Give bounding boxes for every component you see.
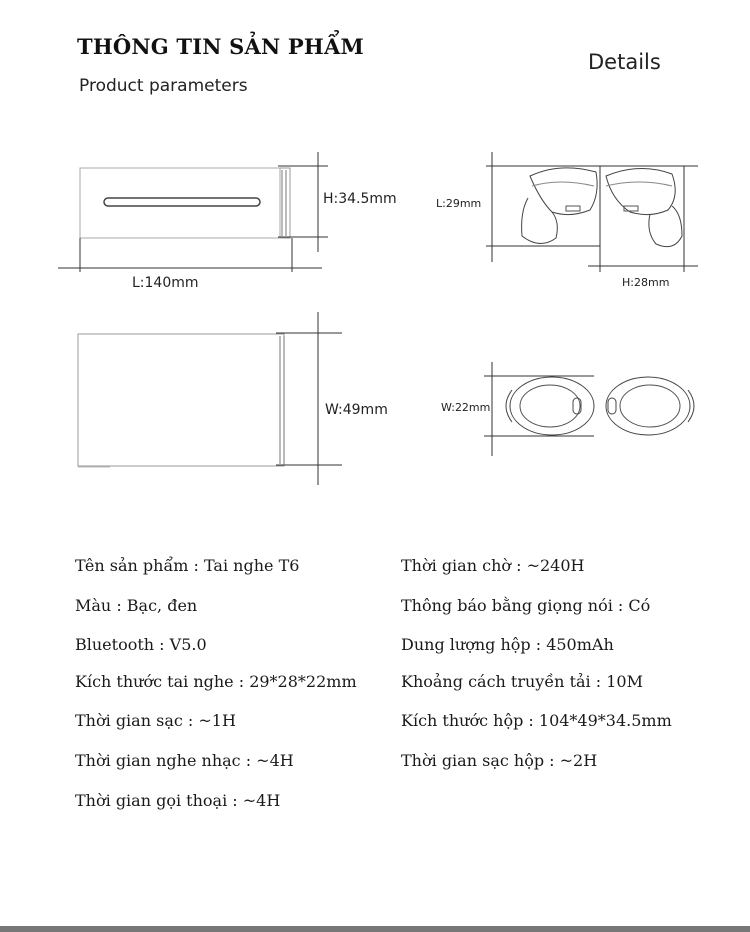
spec-call-time: Thời gian gọi thoại : ~4H — [75, 791, 281, 810]
spec-bluetooth: Bluetooth : V5.0 — [75, 635, 207, 654]
case-height-label: H:34.5mm — [323, 191, 397, 207]
case-side-view — [58, 152, 328, 272]
spec-color: Màu : Bạc, đen — [75, 596, 198, 615]
earbuds-top-view — [484, 362, 695, 456]
case-length-label: L:140mm — [132, 275, 199, 291]
spec-case-charge-time: Thời gian sạc hộp : ~2H — [401, 751, 598, 770]
earbuds-side-view — [486, 152, 698, 272]
details-heading: Details — [588, 50, 661, 74]
case-top-view — [77, 312, 342, 485]
spec-product-name: Tên sản phẩm : Tai nghe T6 — [75, 556, 300, 575]
bottom-divider — [0, 926, 750, 932]
spec-standby-time: Thời gian chờ : ~240H — [401, 556, 585, 575]
case-width-label: W:49mm — [325, 402, 388, 418]
page-subtitle: Product parameters — [79, 76, 248, 96]
spec-voice-prompt: Thông báo bằng giọng nói : Có — [401, 596, 651, 615]
dimension-diagrams — [58, 152, 698, 485]
spec-case-capacity: Dung lượng hộp : 450mAh — [401, 635, 614, 654]
spec-case-size: Kích thước hộp : 104*49*34.5mm — [401, 711, 672, 730]
page-title: THÔNG TIN SẢN PHẨM — [77, 34, 364, 59]
spec-music-time: Thời gian nghe nhạc : ~4H — [75, 751, 294, 770]
spec-range: Khoảng cách truyền tải : 10M — [401, 672, 643, 691]
spec-charge-time: Thời gian sạc : ~1H — [75, 711, 236, 730]
spec-earbud-size: Kích thước tai nghe : 29*28*22mm — [75, 672, 357, 691]
earbud-length-label: L:29mm — [436, 197, 482, 210]
earbud-height-label: H:28mm — [622, 276, 670, 289]
earbud-width-label: W:22mm — [441, 401, 491, 414]
